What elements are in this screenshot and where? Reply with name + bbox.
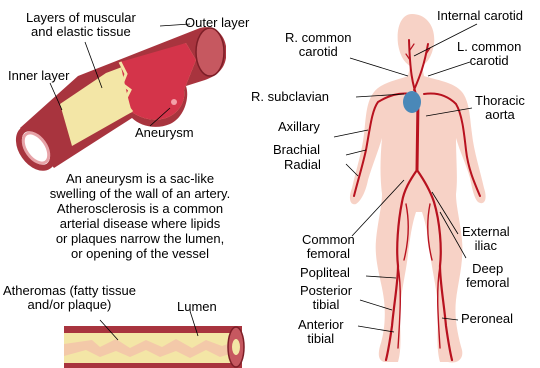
label-l-common-carotid-line-1: L. common xyxy=(457,40,521,54)
label-common-femoral-line-2: femoral xyxy=(302,247,355,261)
label-deep-femoral-line-1: Deep xyxy=(466,262,509,276)
label-peroneal: Peroneal xyxy=(461,312,513,326)
label-muscular-layers-line-2: and elastic tissue xyxy=(26,25,136,39)
label-aneurysm: Aneurysm xyxy=(135,126,194,140)
label-posterior-tibial-line-1: Posterior xyxy=(300,284,352,298)
caption-line-5: or plaques narrow the lumen, xyxy=(2,231,278,246)
label-posterior-tibial: Posterior tibial xyxy=(300,284,352,312)
aneurysm-vessel-illustration xyxy=(12,27,226,174)
label-atheromas-line-2: and/or plaque) xyxy=(3,298,136,312)
label-lumen: Lumen xyxy=(177,300,217,314)
label-muscular-layers: Layers of muscular and elastic tissue xyxy=(26,11,136,39)
label-common-femoral: Common femoral xyxy=(302,233,355,261)
caption-line-1: An aneurysm is a sac-like xyxy=(2,171,278,186)
label-outer-layer: Outer layer xyxy=(185,16,249,30)
label-internal-carotid: Internal carotid xyxy=(437,9,523,23)
atheroma-vessel-illustration xyxy=(64,326,244,368)
caption-line-2: swelling of the wall of an artery. xyxy=(2,186,278,201)
caption-line-4: arterial disease where lipids xyxy=(2,216,278,231)
label-l-common-carotid: L. common carotid xyxy=(457,40,521,68)
label-r-common-carotid-line-2: carotid xyxy=(285,45,351,59)
label-external-iliac-line-2: iliac xyxy=(462,239,510,253)
label-r-common-carotid-line-1: R. common xyxy=(285,31,351,45)
label-inner-layer: Inner layer xyxy=(8,69,69,83)
label-external-iliac: External iliac xyxy=(462,225,510,253)
label-thoracic-aorta: Thoracic aorta xyxy=(475,94,525,122)
caption-line-3: Atherosclerosis is a common xyxy=(2,201,278,216)
label-common-femoral-line-1: Common xyxy=(302,233,355,247)
label-brachial: Brachial xyxy=(273,143,320,157)
label-deep-femoral: Deep femoral xyxy=(466,262,509,290)
label-popliteal: Popliteal xyxy=(300,266,350,280)
diagram-caption: An aneurysm is a sac-like swelling of th… xyxy=(2,171,278,261)
label-muscular-layers-line-1: Layers of muscular xyxy=(26,11,136,25)
label-atheromas: Atheromas (fatty tissue and/or plaque) xyxy=(3,284,136,312)
label-deep-femoral-line-2: femoral xyxy=(466,276,509,290)
heart-icon xyxy=(403,91,421,113)
label-posterior-tibial-line-2: tibial xyxy=(300,298,352,312)
label-r-subclavian: R. subclavian xyxy=(251,90,329,104)
label-thoracic-aorta-line-1: Thoracic xyxy=(475,94,525,108)
label-l-common-carotid-line-2: carotid xyxy=(457,54,521,68)
label-radial: Radial xyxy=(284,158,321,172)
label-external-iliac-line-1: External xyxy=(462,225,510,239)
label-anterior-tibial-line-1: Anterior xyxy=(298,318,344,332)
label-r-common-carotid: R. common carotid xyxy=(285,31,351,59)
label-anterior-tibial: Anterior tibial xyxy=(298,318,344,346)
label-atheromas-line-1: Atheromas (fatty tissue xyxy=(3,284,136,298)
label-anterior-tibial-line-2: tibial xyxy=(298,332,344,346)
caption-line-6: or opening of the vessel xyxy=(2,246,278,261)
label-thoracic-aorta-line-2: aorta xyxy=(475,108,525,122)
label-axillary: Axillary xyxy=(278,120,320,134)
